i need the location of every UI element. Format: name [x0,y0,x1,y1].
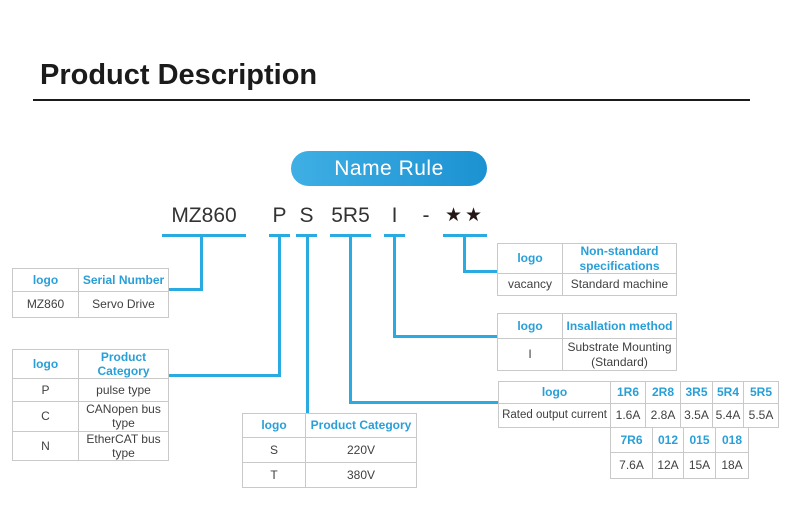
table-row: Rated output current 1.6A 2.8A 3.5A 5.4A… [498,403,779,428]
table-row: logo Product Category [12,348,169,380]
model-segment-serial: MZ860 [162,200,246,237]
connector-installation-horizontal [393,335,498,338]
connector-current-vertical [349,236,352,404]
table-row: T 380V [242,462,417,488]
table-row: I Substrate Mounting (Standard) [497,338,677,371]
table-row: logo Serial Number [12,268,169,292]
column-header: 5R4 [712,381,744,404]
model-segment-installation: I [384,200,405,237]
table-cell: 1.6A [610,403,646,428]
table-cell: Standard machine [562,273,677,296]
column-header: Product Category [305,413,417,438]
connector-installation-vertical [393,236,396,338]
row-label: Rated output current [498,403,611,428]
column-header: logo [12,268,79,292]
product-category-table: logo Product Category P pulse type C CAN… [12,348,169,461]
table-cell: CANopen bus type [78,401,169,432]
serial-number-table: logo Serial Number MZ860 Servo Drive [12,268,169,318]
table-cell: S [242,437,306,463]
connector-product-category-vertical [278,236,281,377]
column-header: Non-standard specifications [562,243,677,274]
table-row: 7R6 012 015 018 [610,427,749,453]
table-row: C CANopen bus type [12,401,169,432]
column-header: logo [242,413,306,438]
table-cell: 5.5A [743,403,779,428]
table-row: P pulse type [12,378,169,403]
table-cell: 3.5A [680,403,713,428]
connector-stars-horizontal [463,270,498,273]
table-cell: 2.8A [645,403,681,428]
table-cell: 7.6A [610,452,653,479]
connector-voltage-vertical [306,236,309,413]
column-header: 1R6 [610,381,646,404]
model-segment-current: 5R5 [330,200,371,237]
connector-current-horizontal [349,401,499,404]
table-cell: P [12,378,79,403]
table-cell: 5.4A [712,403,744,428]
column-header: 5R5 [743,381,779,404]
table-cell: 7R6 [610,427,653,453]
name-rule-badge: Name Rule [291,151,487,186]
table-row: vacancy Standard machine [497,273,677,296]
page-title: Product Description [40,59,318,91]
column-header: 3R5 [680,381,713,404]
table-cell: 15A [683,452,716,479]
column-header: Product Category [78,348,169,380]
column-header: Insallation method [562,313,677,339]
column-header: logo [12,348,79,380]
table-cell: T [242,462,306,488]
table-cell: N [12,430,79,461]
table-cell: I [497,338,563,371]
table-cell: 018 [715,427,749,453]
connector-serial-horizontal [167,288,203,291]
column-header: logo [497,313,563,339]
table-cell: pulse type [78,378,169,403]
table-row: N EtherCAT bus type [12,430,169,461]
table-row: logo Non-standard specifications [497,243,677,274]
rated-current-table: logo 1R6 2R8 3R5 5R4 5R5 Rated output cu… [498,381,779,428]
table-cell: EtherCAT bus type [78,430,169,461]
connector-stars-vertical [463,236,466,273]
installation-table: logo Insallation method I Substrate Moun… [497,313,677,371]
voltage-table: logo Product Category S 220V T 380V [242,413,417,488]
table-cell: C [12,401,79,432]
table-row: S 220V [242,437,417,463]
table-cell: 380V [305,462,417,488]
column-header: 2R8 [645,381,681,404]
table-row: logo 1R6 2R8 3R5 5R4 5R5 [498,381,779,404]
table-cell: Substrate Mounting (Standard) [562,338,677,371]
table-row: 7.6A 12A 15A 18A [610,452,749,479]
column-header: logo [498,381,611,404]
table-cell: 012 [652,427,684,453]
table-cell: 220V [305,437,417,463]
table-row: MZ860 Servo Drive [12,291,169,318]
table-cell: 12A [652,452,684,479]
title-divider [33,99,750,101]
table-row: logo Product Category [242,413,417,438]
table-cell: Servo Drive [78,291,169,318]
model-segment-product-category: P [269,200,290,237]
table-row: logo Insallation method [497,313,677,339]
rated-current-table-extension: 7R6 012 015 018 7.6A 12A 15A 18A [610,427,749,479]
table-cell: vacancy [497,273,563,296]
column-header: logo [497,243,563,274]
table-cell: MZ860 [12,291,79,318]
model-segment-stars: ★★ [443,200,487,237]
non-standard-table: logo Non-standard specifications vacancy… [497,243,677,296]
model-segment-separator: - [422,204,430,227]
model-segment-voltage: S [296,200,317,237]
table-cell: 18A [715,452,749,479]
connector-product-category-horizontal [167,374,281,377]
column-header: Serial Number [78,268,169,292]
table-cell: 015 [683,427,716,453]
connector-serial-vertical [200,236,203,291]
